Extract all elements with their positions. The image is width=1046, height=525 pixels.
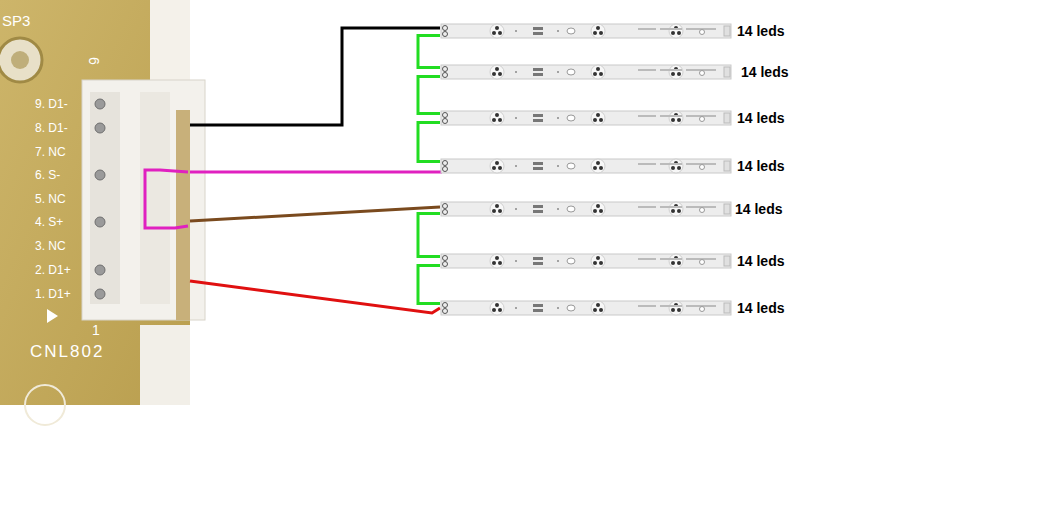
screw-hole: [0, 38, 42, 82]
pin-label: 8. D1-: [35, 122, 68, 134]
jumper-wire: [418, 214, 440, 257]
wires: [145, 28, 442, 313]
jumper-wire: [418, 266, 440, 304]
led-strip-node: 14 leds: [440, 200, 792, 218]
led-strip-node: 14 leds: [440, 63, 792, 81]
pin-label: 4. S+: [35, 216, 63, 228]
pin-label: 6. S-: [35, 169, 60, 181]
led-strip-node: 14 leds: [440, 109, 792, 127]
led-count: 14 leds: [737, 111, 784, 125]
pin-label: 1. D1+: [35, 288, 71, 300]
silkscreen-label: 6: [87, 57, 101, 65]
led-strip: [440, 252, 732, 270]
led-strip: [440, 109, 732, 127]
connector-name: CNL802: [30, 343, 104, 360]
pin-label: 3. NC: [35, 240, 66, 252]
jumper-wire: [418, 77, 440, 114]
led-strip-node: 14 leds: [440, 299, 792, 317]
led-strip: [440, 63, 732, 81]
silkscreen-circle: [25, 385, 65, 425]
white-part: [150, 0, 190, 80]
led-strip: [440, 22, 732, 40]
silkscreen-label: SP3: [2, 13, 30, 28]
led-strip: [440, 299, 732, 317]
pin1-marker: [47, 309, 58, 323]
led-strip: [440, 200, 732, 218]
pin-label: 9. D1-: [35, 98, 68, 110]
connector-slot: [176, 110, 190, 320]
pin-number: 1: [92, 323, 100, 337]
led-count: 14 leds: [737, 24, 784, 38]
jumper-wire: [418, 123, 440, 162]
led-strip: [440, 157, 732, 175]
led-count: 14 leds: [737, 159, 784, 173]
white-part: [140, 325, 190, 405]
connector-rib: [90, 92, 120, 304]
led-count: 14 leds: [735, 202, 782, 216]
led-strip-node: 14 leds: [440, 252, 792, 270]
screw-hole: [11, 51, 29, 69]
led-count: 14 leds: [741, 65, 788, 79]
led-count: 14 leds: [737, 254, 784, 268]
pin-label: 7. NC: [35, 146, 66, 158]
led-strip-node: 14 leds: [440, 22, 792, 40]
pins: [95, 99, 105, 299]
connector-housing: [82, 80, 205, 320]
led-count: 14 leds: [737, 301, 784, 315]
led-strip-node: 14 leds: [440, 157, 792, 175]
pcb: [0, 0, 190, 405]
pin-label: 2. D1+: [35, 264, 71, 276]
pin-label: 5. NC: [35, 193, 66, 205]
jumper-wire: [418, 36, 440, 68]
